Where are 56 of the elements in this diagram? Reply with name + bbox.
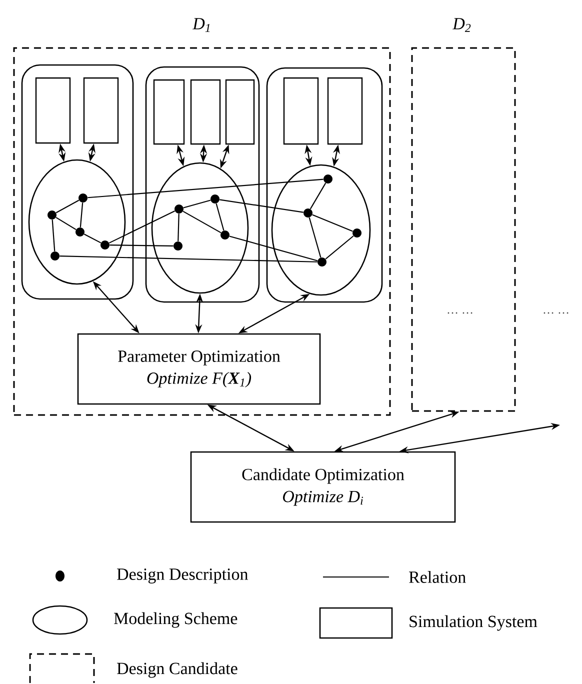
line bbox=[88, 178, 324, 198]
line bbox=[84, 234, 102, 244]
line bbox=[178, 214, 180, 242]
line bbox=[56, 216, 76, 230]
line bbox=[110, 244, 174, 246]
simulation-box bbox=[83, 77, 119, 144]
process-box: Parameter Optimization Optimize F(X$_{1}$) bbox=[77, 333, 321, 405]
line bbox=[182, 210, 222, 234]
line bbox=[220, 199, 304, 213]
dot bbox=[78, 194, 88, 202]
legend-text: Simulation System bbox=[410, 615, 538, 631]
dot bbox=[100, 240, 110, 250]
line bbox=[56, 200, 80, 214]
dot bbox=[220, 230, 230, 240]
line bbox=[183, 200, 211, 208]
simulation-box bbox=[153, 79, 185, 145]
dot bbox=[352, 228, 362, 238]
line bbox=[312, 214, 353, 232]
legend-text: Modeling Scheme bbox=[114, 612, 238, 628]
simulation-box bbox=[225, 79, 255, 145]
simulation-box bbox=[190, 79, 221, 145]
legend-text: Design Candidate bbox=[117, 662, 238, 678]
dot bbox=[304, 208, 312, 218]
legend-text: Design Description bbox=[117, 568, 248, 584]
line bbox=[325, 236, 354, 260]
rounded-box bbox=[266, 67, 383, 303]
line bbox=[52, 220, 56, 252]
rounded-box bbox=[145, 66, 260, 303]
legend-text: Relation bbox=[409, 571, 466, 583]
ellipsis: … … bbox=[544, 312, 568, 314]
modeling-ellipse bbox=[28, 159, 126, 285]
dot bbox=[48, 210, 56, 220]
dot bbox=[210, 194, 220, 204]
process-box: Candidate Optimization Optimize D$_{i}$ bbox=[190, 451, 456, 523]
rounded-box bbox=[21, 64, 134, 300]
dot bbox=[174, 204, 184, 214]
line bbox=[308, 217, 322, 258]
dot bbox=[324, 174, 332, 184]
dashed-candidate-box: D$_{2}$ … … bbox=[411, 18, 516, 412]
node-label: D$_{2}$ bbox=[452, 18, 471, 32]
line bbox=[216, 203, 224, 231]
line bbox=[310, 182, 326, 210]
modeling-ellipse bbox=[151, 162, 249, 294]
simulation-box bbox=[327, 77, 363, 145]
line bbox=[80, 202, 84, 228]
line bbox=[108, 210, 176, 244]
modeling-ellipse bbox=[271, 164, 371, 296]
dot bbox=[50, 252, 60, 260]
line bbox=[229, 236, 318, 262]
dot bbox=[174, 242, 182, 250]
simulation-box bbox=[283, 77, 319, 145]
simulation-box bbox=[35, 77, 71, 144]
node-label: D$_{1}$ bbox=[192, 18, 210, 32]
dot bbox=[76, 228, 84, 236]
line bbox=[60, 256, 318, 262]
dot bbox=[318, 258, 326, 266]
